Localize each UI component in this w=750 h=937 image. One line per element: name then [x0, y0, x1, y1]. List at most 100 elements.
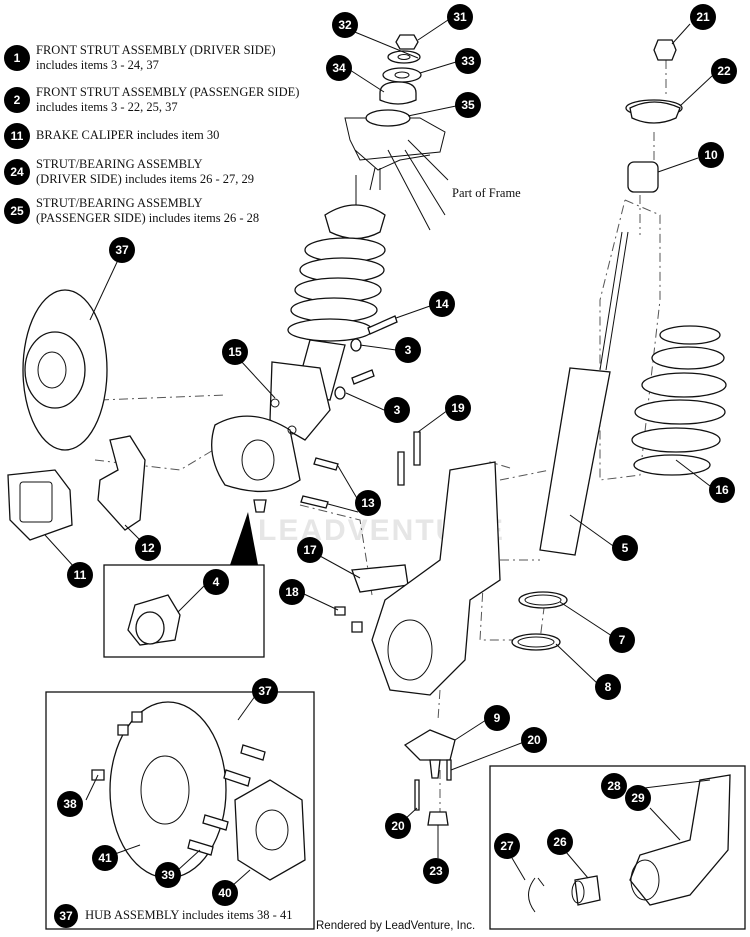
callout-19: 19: [445, 395, 471, 421]
callout-31: 31: [447, 4, 473, 30]
legend-number: 2: [4, 87, 30, 113]
callout-40: 40: [212, 880, 238, 906]
callout-10: 10: [698, 142, 724, 168]
svg-text:21: 21: [696, 10, 710, 24]
svg-text:41: 41: [98, 851, 112, 865]
svg-text:35: 35: [461, 98, 475, 112]
frame-label: Part of Frame: [452, 186, 521, 200]
callout-32: 32: [332, 12, 358, 38]
ball-joint: [403, 729, 456, 826]
callout-37-rotor: 37: [109, 237, 135, 263]
brake-caliper: [7, 469, 73, 541]
callout-37-hub: 37: [252, 678, 278, 704]
svg-text:20: 20: [527, 733, 541, 747]
svg-text:3: 3: [394, 403, 401, 417]
callout-27: 27: [494, 833, 520, 859]
assembly-guide-lines: [94, 60, 667, 820]
callout-20-left: 20: [385, 813, 411, 839]
svg-text:18: 18: [285, 585, 299, 599]
hub-assembly-box: [45, 691, 315, 930]
steering-knuckle: [334, 461, 501, 696]
coil-spring: [631, 325, 727, 476]
svg-text:9: 9: [494, 711, 501, 725]
svg-text:4: 4: [213, 575, 220, 589]
svg-text:31: 31: [453, 10, 467, 24]
svg-text:40: 40: [218, 886, 232, 900]
legend-number: 25: [4, 198, 30, 224]
shims-7-8: [511, 591, 568, 651]
svg-text:3: 3: [405, 343, 412, 357]
svg-text:15: 15: [228, 345, 242, 359]
caliper-bracket: [97, 435, 146, 531]
assembled-strut: [211, 175, 386, 513]
callout-7: 7: [609, 627, 635, 653]
callout-21: 21: [690, 4, 716, 30]
svg-text:10: 10: [704, 148, 718, 162]
legend-number: 11: [4, 123, 30, 149]
callout-29: 29: [625, 785, 651, 811]
hub-caption-text: HUB ASSEMBLY includes items 38 - 41: [85, 907, 293, 922]
callout-38: 38: [57, 791, 83, 817]
legend-text: BRAKE CALIPER includes item 30: [36, 128, 220, 142]
hub-assembly-caption: 37 HUB ASSEMBLY includes items 38 - 41: [54, 904, 292, 928]
callout-18: 18: [279, 579, 305, 605]
svg-text:11: 11: [74, 568, 87, 582]
footer-credit: Rendered by LeadVenture, Inc.: [316, 920, 476, 932]
svg-text:23: 23: [429, 864, 443, 878]
callout-39: 39: [155, 862, 181, 888]
svg-text:37: 37: [258, 684, 272, 698]
svg-text:38: 38: [63, 797, 77, 811]
svg-text:39: 39: [161, 868, 175, 882]
svg-text:37: 37: [115, 243, 129, 257]
svg-text:12: 12: [141, 541, 155, 555]
svg-text:13: 13: [361, 496, 375, 510]
svg-text:26: 26: [553, 835, 567, 849]
callout-28: 28: [601, 773, 627, 799]
legend-number: 24: [4, 159, 30, 185]
callout-3-upper: 3: [395, 337, 421, 363]
svg-text:22: 22: [717, 64, 731, 78]
svg-text:16: 16: [715, 483, 729, 497]
legend-text: STRUT/BEARING ASSEMBLY (DRIVER SIDE) inc…: [36, 157, 255, 186]
callout-14: 14: [429, 291, 455, 317]
svg-text:29: 29: [631, 791, 645, 805]
svg-text:27: 27: [500, 839, 514, 853]
callout-23: 23: [423, 858, 449, 884]
callout-34: 34: [326, 55, 352, 81]
svg-text:19: 19: [451, 401, 465, 415]
callout-20-right: 20: [521, 727, 547, 753]
brake-rotor: [22, 289, 108, 451]
callout-4: 4: [203, 569, 229, 595]
legend-text: FRONT STRUT ASSEMBLY (DRIVER SIDE) inclu…: [36, 43, 276, 72]
legend-text: STRUT/BEARING ASSEMBLY (PASSENGER SIDE) …: [36, 196, 260, 225]
fitting-detail-box: [103, 512, 265, 658]
svg-text:17: 17: [303, 543, 317, 557]
svg-text:28: 28: [607, 779, 621, 793]
callout-9: 9: [484, 705, 510, 731]
callout-12: 12: [135, 535, 161, 561]
legend-number: 1: [4, 45, 30, 71]
legend-text: FRONT STRUT ASSEMBLY (PASSENGER SIDE) in…: [36, 85, 300, 114]
upper-mount-parts: [365, 34, 422, 127]
callout-22: 22: [711, 58, 737, 84]
svg-text:5: 5: [622, 541, 629, 555]
svg-text:8: 8: [605, 680, 612, 694]
svg-text:33: 33: [461, 54, 475, 68]
callout-15: 15: [222, 339, 248, 365]
svg-text:32: 32: [338, 18, 352, 32]
svg-text:7: 7: [619, 633, 626, 647]
hub-caption-number: 37: [54, 904, 78, 928]
callout-3-lower: 3: [384, 397, 410, 423]
callout-41: 41: [92, 845, 118, 871]
callout-26: 26: [547, 829, 573, 855]
bolts-and-washers: [300, 315, 421, 509]
svg-text:34: 34: [332, 61, 346, 75]
svg-text:20: 20: [391, 819, 405, 833]
frame-section: Part of Frame: [344, 117, 521, 231]
callout-17: 17: [297, 537, 323, 563]
callout-8: 8: [595, 674, 621, 700]
callout-33: 33: [455, 48, 481, 74]
callout-35: 35: [455, 92, 481, 118]
callouts: 31 32 33 34 35 21 22 10 37 15 14 3 3 19 …: [57, 4, 737, 906]
